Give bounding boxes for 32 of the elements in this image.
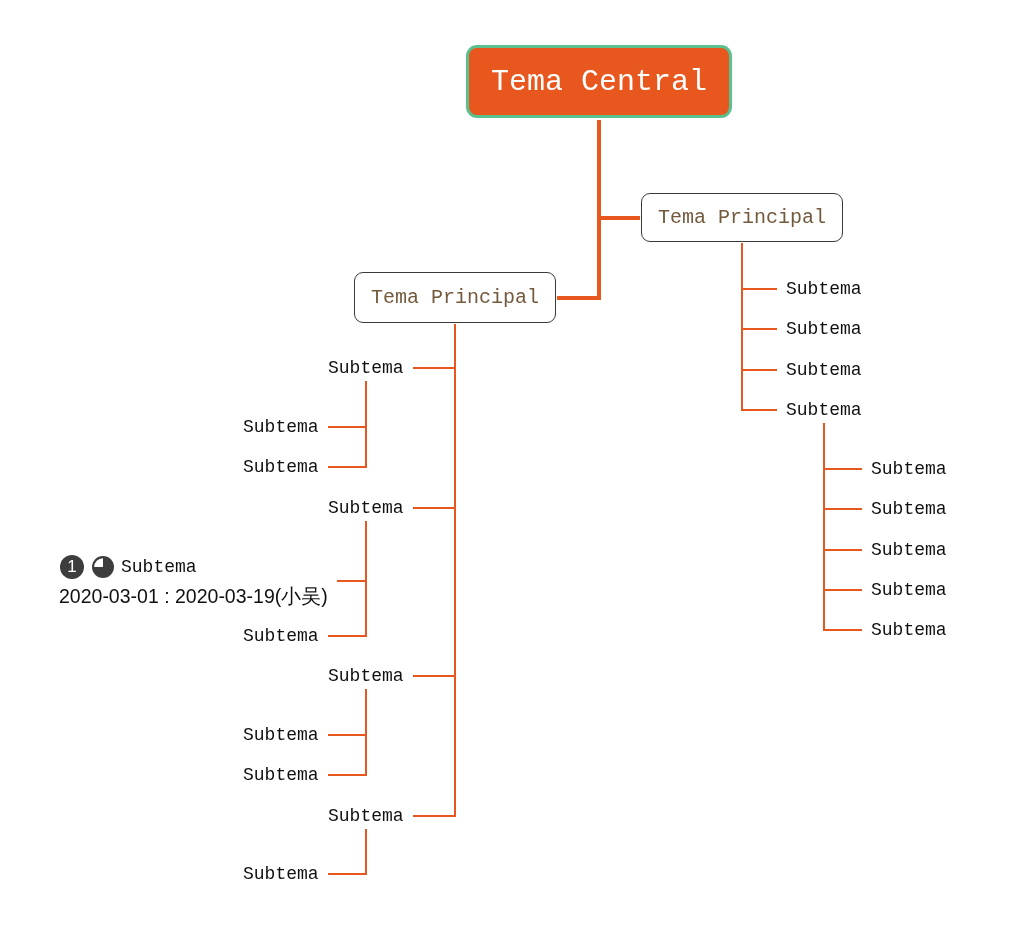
subtopic-label: Subtema bbox=[121, 556, 197, 579]
subtopic-label: Subtema bbox=[863, 538, 955, 562]
date-range-text: 2020-03-01 : 2020-03-19(小吴) bbox=[59, 584, 328, 608]
connector-line bbox=[327, 828, 367, 875]
subtopic-label: Subtema bbox=[778, 317, 870, 341]
subtopic-label: Subtema bbox=[863, 497, 955, 521]
connector-line bbox=[823, 422, 863, 631]
subtopic-label: Subtema bbox=[320, 356, 412, 380]
subtopic-label: Subtema bbox=[320, 496, 412, 520]
subtopic-label: Subtema bbox=[863, 457, 955, 481]
subtopic-label: Subtema bbox=[863, 618, 955, 642]
subtopic-label: Subtema bbox=[320, 804, 412, 828]
subtopic-label: Subtema bbox=[235, 624, 327, 648]
connector-line bbox=[327, 688, 367, 776]
subtopic-label: Subtema bbox=[778, 358, 870, 382]
subtopic-label: Subtema bbox=[778, 277, 870, 301]
subtopic-label: Subtema bbox=[235, 763, 327, 787]
subtopic-label: Subtema bbox=[863, 578, 955, 602]
topic-box: Tema Principal bbox=[641, 193, 843, 242]
number-badge: 1 bbox=[60, 555, 84, 579]
subtopic-label: Subtema bbox=[235, 862, 327, 886]
subtopic-label: Subtema bbox=[778, 398, 870, 422]
subtopic-label: Subtema bbox=[235, 415, 327, 439]
subtopic-label: Subtema bbox=[235, 723, 327, 747]
connector-line bbox=[327, 380, 367, 468]
subtopic-label: Subtema bbox=[320, 664, 412, 688]
connector-line bbox=[741, 242, 778, 411]
connector-line bbox=[327, 520, 367, 637]
subtopic-label: Subtema bbox=[235, 455, 327, 479]
central-topic-box: Tema Central bbox=[466, 45, 732, 118]
connector-line bbox=[557, 120, 601, 300]
topic-box: Tema Principal bbox=[354, 272, 556, 323]
